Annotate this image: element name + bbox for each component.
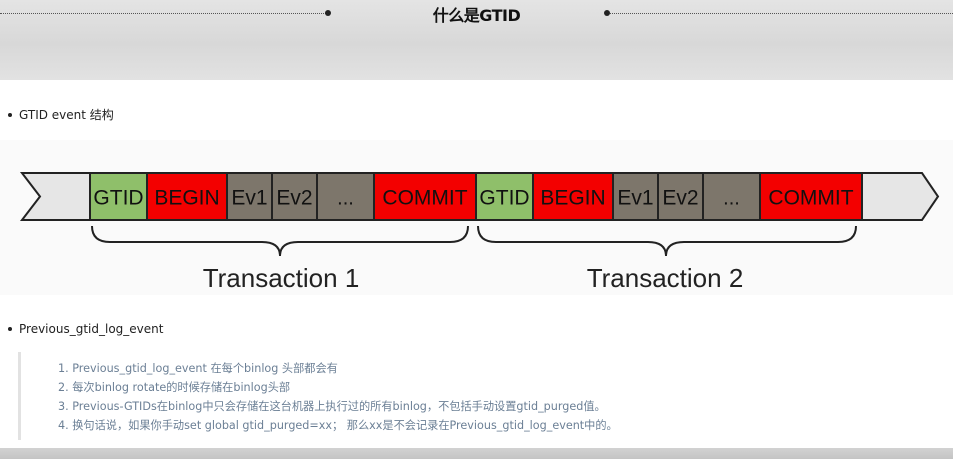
segment-label: ...	[337, 188, 354, 210]
transaction-1-label: Transaction 1	[203, 263, 360, 293]
bullet-text: Previous_gtid_log_event	[19, 322, 164, 336]
header-left-dot	[325, 10, 331, 16]
note-item: 3. Previous-GTIDs在binlog中只会存储在这台机器上执行过的所…	[58, 400, 606, 413]
segment-label: GTID	[479, 187, 529, 210]
segment-label: COMMIT	[768, 187, 853, 210]
header-right-dot	[604, 10, 610, 16]
transaction-1-brace	[91, 225, 469, 257]
bullet-gtid-event: GTID event 结构	[8, 106, 114, 123]
segment-label: GTID	[93, 187, 143, 210]
segment-ev1-box	[226, 172, 273, 221]
notes-list: 1. Previous_gtid_log_event 在每个binlog 头部都…	[21, 352, 661, 435]
bullet-dot	[8, 326, 12, 331]
segment-dots-box	[702, 172, 761, 221]
header-right-rule	[610, 13, 953, 14]
segment-label: Ev1	[231, 187, 267, 210]
segment-gtid-box	[89, 172, 148, 221]
segment-label: BEGIN	[540, 187, 605, 210]
note-item: 1. Previous_gtid_log_event 在每个binlog 头部都…	[58, 362, 338, 375]
segment-begin-box	[146, 172, 228, 221]
slide-footer	[0, 448, 953, 459]
segment-dots-box	[316, 172, 375, 221]
gtid-event-diagram: GTID BEGIN Ev1 Ev2... COMMIT GTID BEGIN Ev1 Ev2.…	[19, 172, 940, 293]
segment-label: Ev2	[662, 187, 698, 210]
segment-label: BEGIN	[154, 187, 219, 210]
slide-title: 什么是GTID	[432, 6, 521, 25]
segment-label: Ev1	[617, 187, 653, 210]
segment-label: Ev2	[276, 187, 312, 210]
segment-commit-box	[373, 172, 477, 221]
stream-start-tail	[19, 172, 91, 221]
event-segments: GTID BEGIN Ev1 Ev2... COMMIT GTID BEGIN Ev1 Ev2.…	[89, 172, 863, 221]
transaction-2-brace	[477, 225, 857, 257]
segment-ev2-box	[271, 172, 318, 221]
segment-label: COMMIT	[382, 187, 467, 210]
note-item: 2. 每次binlog rotate的时候存储在binlog头部	[58, 381, 291, 394]
bullet-previous-gtid: Previous_gtid_log_event	[8, 322, 163, 336]
transaction-braces	[91, 225, 857, 257]
transaction-2-label: Transaction 2	[587, 263, 744, 293]
slide-header: 什么是GTID	[0, 0, 953, 80]
note-item: 4. 换句话说，如果你手动set global gtid_purged=xx； …	[58, 419, 618, 432]
bullet-text: GTID event 结构	[19, 108, 114, 122]
stream-end-arrow	[860, 172, 940, 221]
header-left-rule	[0, 13, 326, 14]
segment-label: ...	[723, 188, 740, 210]
segment-commit-box	[759, 172, 863, 221]
bullet-dot	[8, 112, 12, 117]
notes-blockquote: 1. Previous_gtid_log_event 在每个binlog 头部都…	[18, 352, 661, 440]
